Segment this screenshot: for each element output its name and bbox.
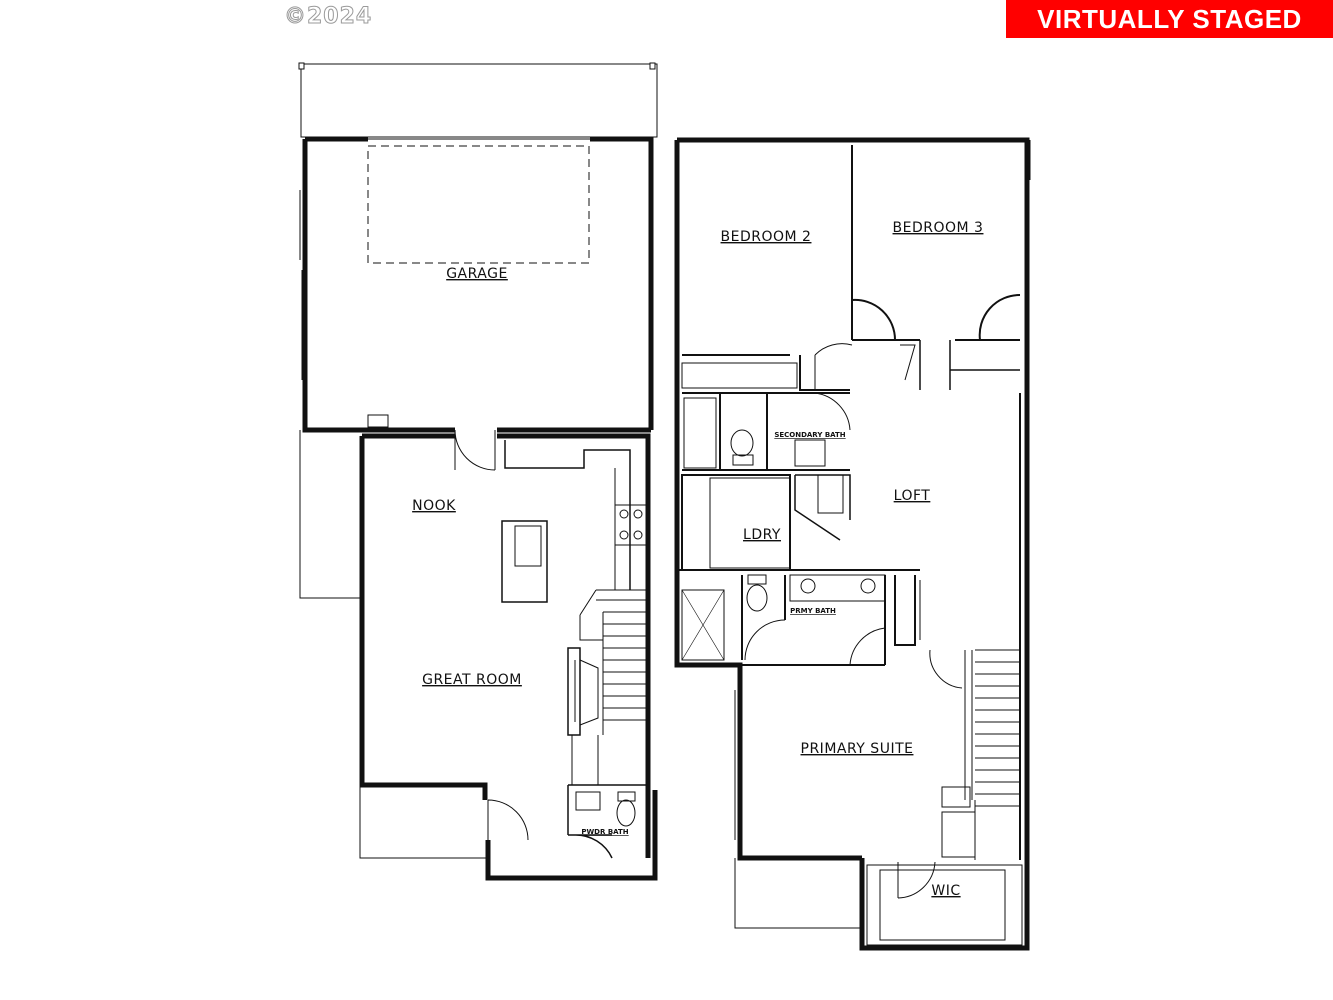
laundry-door bbox=[794, 474, 851, 541]
secondary-bath-walls bbox=[682, 392, 850, 471]
room-label-bedroom-2: BEDROOM 2 bbox=[721, 229, 812, 245]
bathtub bbox=[683, 397, 717, 469]
wic-door bbox=[897, 861, 936, 899]
garage-house-door bbox=[454, 429, 496, 471]
room-label-nook: NOOK bbox=[412, 498, 456, 514]
main-floor-walls bbox=[359, 436, 488, 800]
wic-walls bbox=[859, 858, 1030, 951]
room-label-primary-suite: PRIMARY SUITE bbox=[801, 741, 914, 757]
garage-step bbox=[367, 414, 389, 428]
toilet bbox=[730, 429, 754, 457]
driveway-outline bbox=[300, 63, 658, 138]
garage-door-outline bbox=[367, 145, 590, 264]
island-sink bbox=[514, 525, 542, 567]
shower bbox=[681, 589, 725, 661]
upper-floor bbox=[674, 137, 1031, 951]
bedroom-walls bbox=[682, 145, 897, 391]
secondary-sink bbox=[794, 439, 826, 467]
room-label-prmy-bath: PRMY BATH bbox=[790, 607, 836, 615]
garage-walls bbox=[302, 136, 654, 433]
fireplace bbox=[567, 647, 581, 736]
laundry-counter bbox=[709, 477, 791, 569]
room-label-garage: GARAGE bbox=[446, 266, 508, 282]
room-label-pwdr-bath: PWDR BATH bbox=[581, 828, 628, 836]
side-yard-outline bbox=[299, 430, 360, 599]
kitchen-counter bbox=[504, 440, 631, 590]
front-porch-outline bbox=[359, 785, 488, 859]
pwdr-sink bbox=[575, 791, 601, 811]
stair-landing bbox=[579, 589, 648, 616]
bedroom2-closet bbox=[681, 362, 798, 389]
entry-door bbox=[487, 799, 529, 841]
room-label-wic: WIC bbox=[931, 883, 960, 899]
pwdr-toilet bbox=[616, 799, 636, 827]
double-vanity bbox=[789, 574, 886, 602]
primary-bath-walls bbox=[677, 569, 920, 666]
room-label-loft: LOFT bbox=[894, 488, 931, 504]
copyright-watermark: ©2024 bbox=[283, 4, 373, 30]
lower-roof-outline bbox=[734, 858, 862, 929]
room-label-bedroom-3: BEDROOM 3 bbox=[893, 220, 984, 236]
wic-shelving bbox=[866, 864, 1023, 946]
kitchen-island bbox=[501, 520, 548, 603]
main-stairs bbox=[579, 611, 648, 735]
powder-bath-walls bbox=[567, 784, 648, 859]
laundry-walls bbox=[681, 474, 791, 571]
cooktop bbox=[614, 504, 648, 546]
prmy-toilet bbox=[746, 584, 768, 612]
upper-stairs bbox=[964, 649, 1020, 860]
linen-closet bbox=[941, 786, 971, 808]
room-label-ldry: LDRY bbox=[743, 527, 781, 543]
virtually-staged-badge: VIRTUALLY STAGED bbox=[1006, 0, 1333, 38]
room-label-great-room: GREAT ROOM bbox=[422, 672, 522, 688]
room-label-secondary-bath: SECONDARY BATH bbox=[774, 431, 845, 439]
main-floor bbox=[298, 62, 658, 881]
